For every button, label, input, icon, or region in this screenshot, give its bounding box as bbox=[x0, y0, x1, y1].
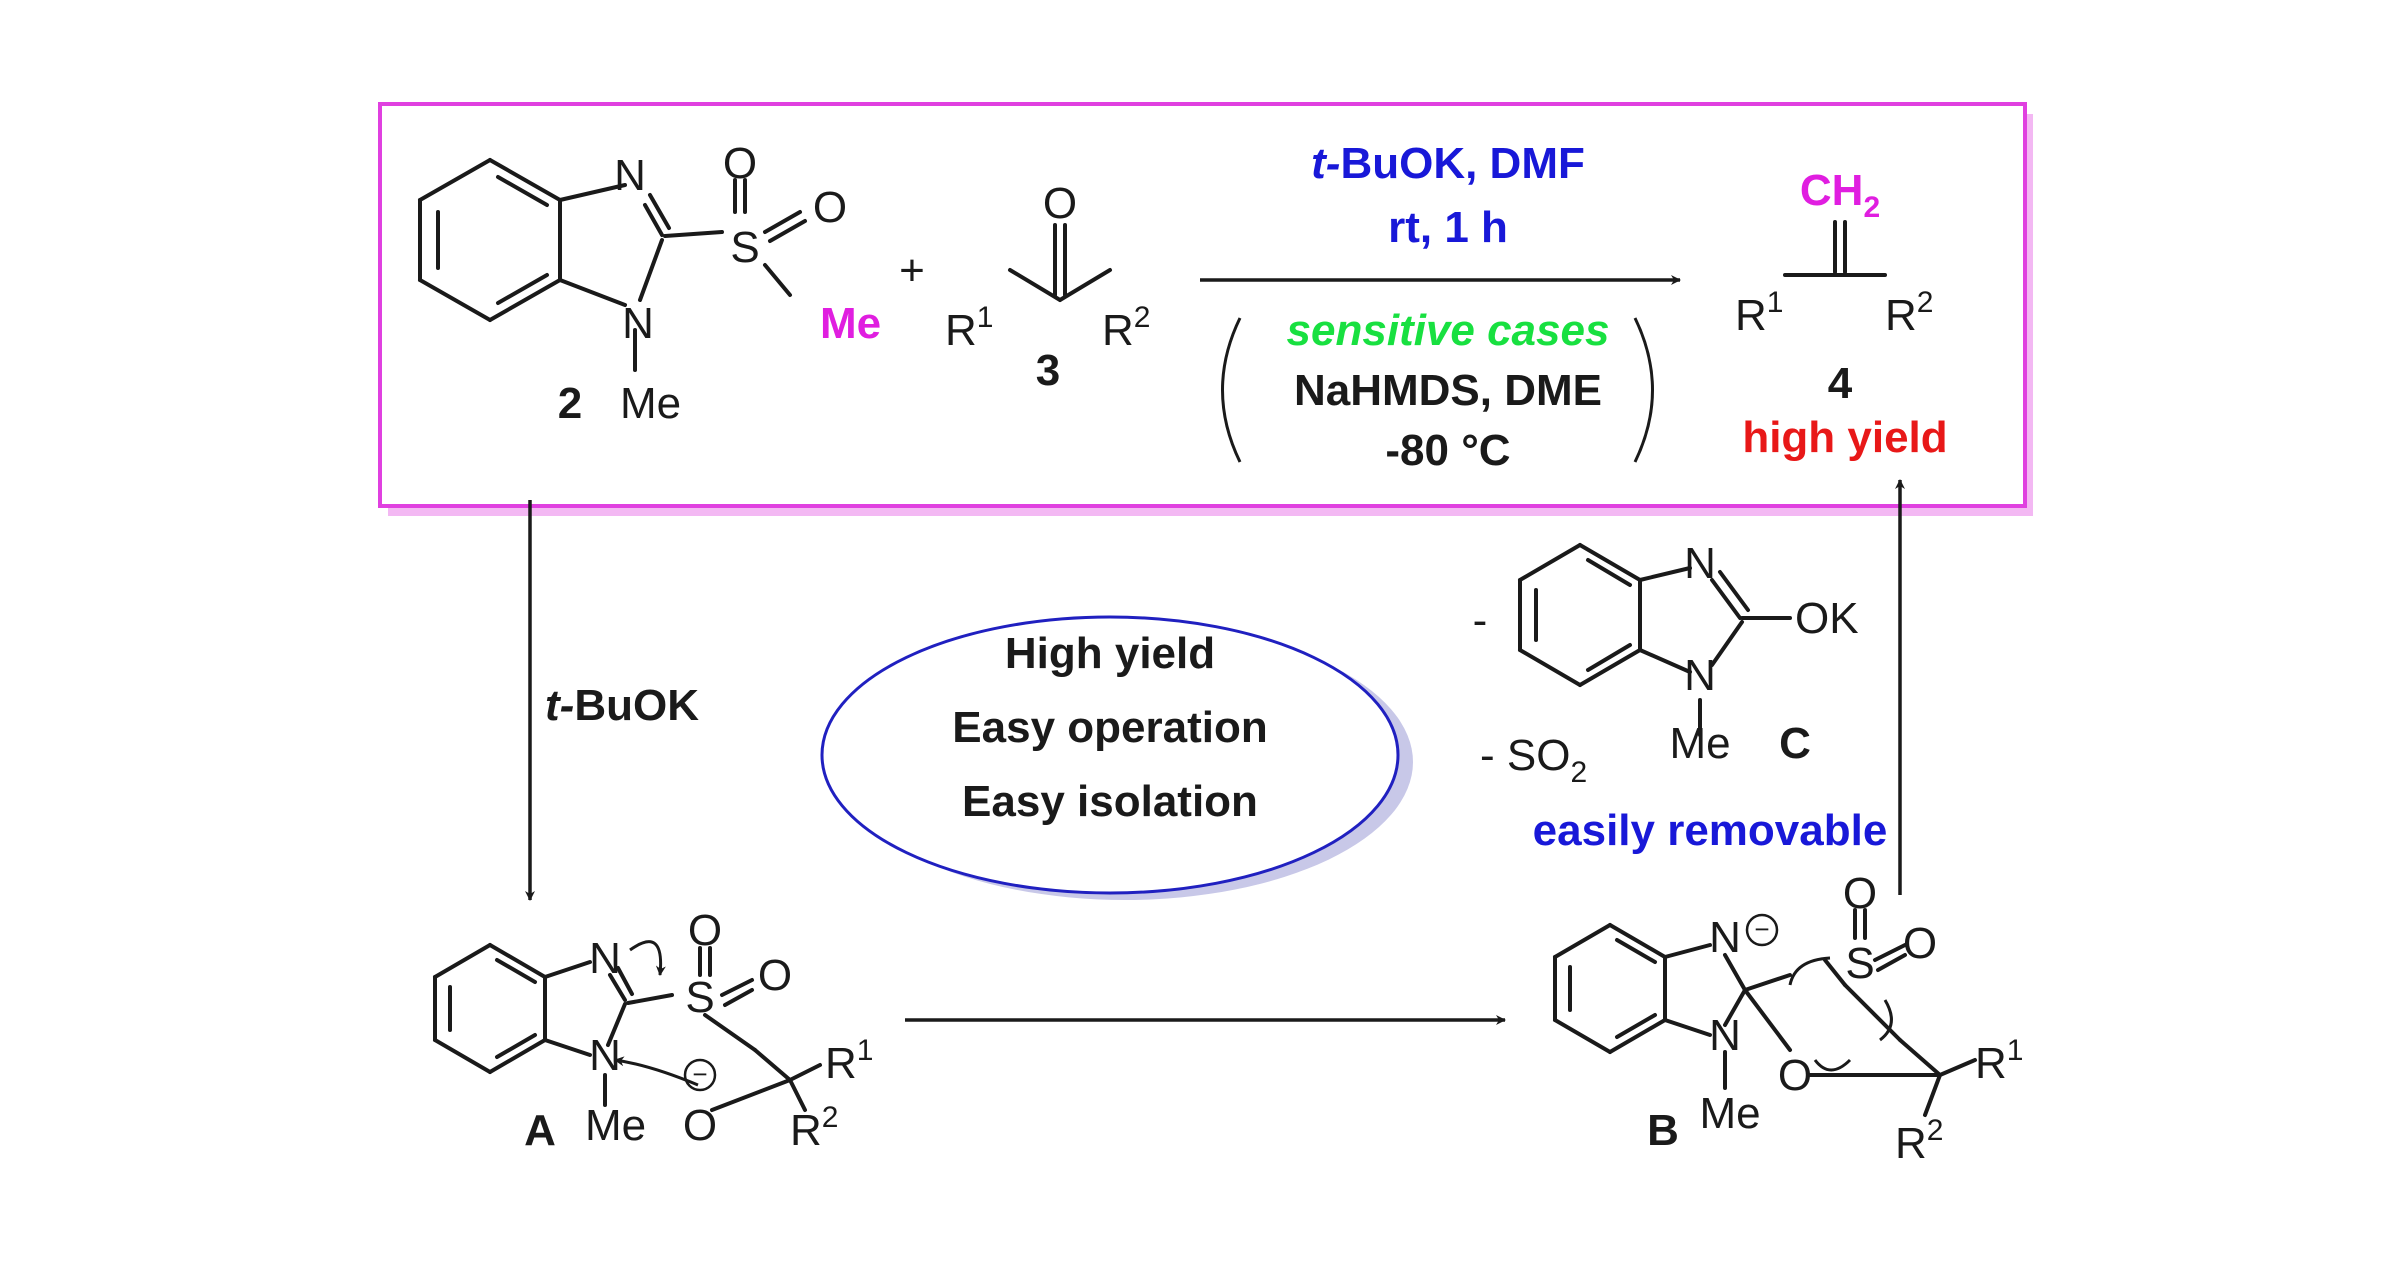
a-label: A bbox=[524, 1106, 556, 1155]
feature-high-yield: High yield bbox=[1005, 629, 1215, 678]
a-atom-n2: N bbox=[589, 1031, 621, 1080]
byproduct-minus: - bbox=[1473, 596, 1488, 645]
curly-arrow-a1 bbox=[629, 940, 666, 976]
so2-loss: - SO2 bbox=[1480, 731, 1587, 789]
b-atom-n1: N bbox=[1709, 913, 1741, 962]
b-r1: R1 bbox=[1975, 1034, 2023, 1088]
a-atom-o1: O bbox=[688, 906, 722, 955]
b-me: Me bbox=[1699, 1089, 1760, 1138]
feature-easy-isolation: Easy isolation bbox=[962, 777, 1258, 826]
easily-removable-note: easily removable bbox=[1533, 806, 1888, 855]
b-atom-s: S bbox=[1845, 939, 1874, 988]
product-yield: high yield bbox=[1742, 413, 1947, 462]
a-atom-o2: O bbox=[758, 951, 792, 1000]
step1-reagent: t-BuOK bbox=[545, 681, 699, 730]
left-parenthesis bbox=[1221, 317, 1242, 463]
b-negative-charge: − bbox=[1754, 914, 1769, 944]
curly-arrow-b2 bbox=[1879, 999, 1893, 1042]
b-label: B bbox=[1647, 1106, 1679, 1155]
b-atom-n2: N bbox=[1709, 1011, 1741, 1060]
ketone-3: O R1 R2 3 bbox=[945, 179, 1150, 395]
byproduct-label-c: C bbox=[1779, 719, 1811, 768]
b-charge-circle bbox=[1745, 913, 1779, 947]
a-r2: R2 bbox=[790, 1101, 838, 1155]
reagent-atom-n1: N bbox=[614, 151, 646, 200]
reagent-n-methyl: Me bbox=[620, 379, 681, 428]
reagent-atom-s: S bbox=[730, 223, 759, 272]
a-r1: R1 bbox=[825, 1034, 873, 1088]
reagent-2: N N S O O Me Me 2 bbox=[418, 139, 881, 428]
a-atom-s: S bbox=[685, 973, 714, 1022]
product-ch2: CH2 bbox=[1800, 166, 1880, 224]
b-atom-o2: O bbox=[1903, 919, 1937, 968]
reagent-atom-o1: O bbox=[723, 139, 757, 188]
conditions-line1: t-BuOK, DMF bbox=[1311, 139, 1585, 188]
byproduct-atom-n1: N bbox=[1684, 539, 1716, 588]
product-r1: R1 bbox=[1735, 286, 1783, 340]
curly-arrow-b3 bbox=[1813, 1058, 1852, 1072]
reagent-label-2: 2 bbox=[558, 379, 582, 428]
curly-arrow-a2 bbox=[614, 1056, 699, 1087]
ketone-r2: R2 bbox=[1102, 301, 1150, 355]
b-atom-o-ring: O bbox=[1778, 1051, 1812, 1100]
alt-conditions-line1: NaHMDS, DME bbox=[1294, 366, 1602, 415]
right-parenthesis bbox=[1633, 317, 1654, 463]
intermediate-b: N − N S O O O R1 R2 Me B bbox=[1553, 869, 2023, 1168]
ketone-atom-o: O bbox=[1043, 179, 1077, 228]
a-charge-circle bbox=[683, 1058, 717, 1092]
conditions-line2: rt, 1 h bbox=[1388, 203, 1508, 252]
reagent-atom-n2: N bbox=[622, 299, 654, 348]
ketone-r1: R1 bbox=[945, 301, 993, 355]
a-me: Me bbox=[585, 1101, 646, 1150]
curly-arrow-b1 bbox=[1788, 956, 1831, 986]
ketone-label-3: 3 bbox=[1036, 346, 1060, 395]
reagent-atom-o2: O bbox=[813, 183, 847, 232]
product-4: CH2 R1 R2 4 high yield bbox=[1735, 166, 1948, 462]
b-atom-o1: O bbox=[1843, 869, 1877, 918]
features-bubble: High yield Easy operation Easy isolation bbox=[820, 615, 1413, 900]
a-atom-n1: N bbox=[589, 934, 621, 983]
bubble-outline bbox=[820, 615, 1400, 895]
box-frame bbox=[378, 102, 2027, 508]
byproduct-me: Me bbox=[1669, 719, 1730, 768]
product-r2: R2 bbox=[1885, 286, 1933, 340]
byproduct-ok: OK bbox=[1795, 594, 1859, 643]
byproduct-atom-n2: N bbox=[1684, 651, 1716, 700]
plus-sign: + bbox=[899, 246, 925, 295]
a-negative-charge: − bbox=[692, 1059, 707, 1089]
alt-conditions-line2: -80 °C bbox=[1385, 426, 1510, 475]
b-r2: R2 bbox=[1895, 1114, 1943, 1168]
byproduct-c: - N N OK Me C - SO2 easily removable bbox=[1473, 539, 1888, 855]
product-label-4: 4 bbox=[1828, 359, 1853, 408]
reagent-methyl-sulfonyl: Me bbox=[820, 299, 881, 348]
main-reaction-box bbox=[378, 102, 2033, 516]
intermediate-a: N N S O O O − R1 R2 Me A bbox=[433, 906, 873, 1155]
sensitive-cases-note: sensitive cases bbox=[1287, 306, 1610, 355]
feature-easy-operation: Easy operation bbox=[952, 703, 1267, 752]
a-atom-o-anion: O bbox=[683, 1101, 717, 1150]
